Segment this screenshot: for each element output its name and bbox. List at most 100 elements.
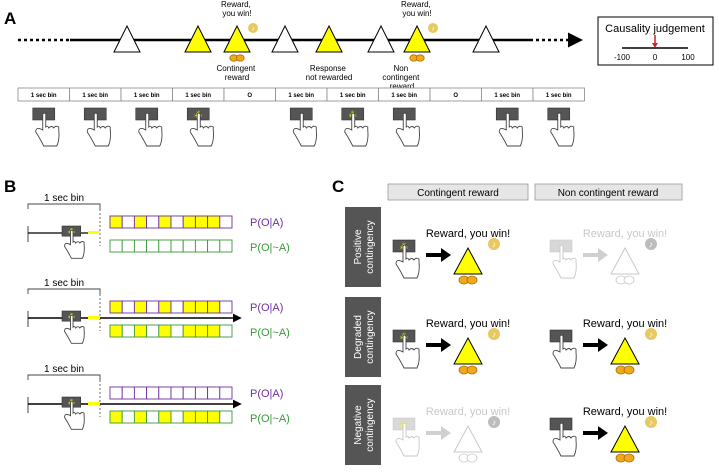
trial-cell-action (194, 386, 209, 400)
timeline-triangle (184, 24, 212, 53)
time-bin-label: 1 sec bin (134, 93, 160, 99)
panel-a-letter: A (4, 9, 16, 28)
arrow-icon (426, 426, 451, 440)
hand-icon (552, 422, 577, 457)
p-o-given-not-a: P(O|~A) (250, 327, 290, 339)
svg-text:♪: ♪ (431, 26, 435, 33)
svg-text:♪: ♪ (649, 329, 653, 339)
trial-cell-action (207, 386, 221, 400)
time-bin-label: O (247, 93, 252, 99)
reward-text: Reward, you win! (583, 318, 667, 330)
trial-cell-action (109, 386, 123, 400)
reward-window (88, 316, 100, 319)
trial-cell-no-action (121, 324, 135, 338)
trial-cell-action (133, 386, 148, 400)
bin-row: 1 sec bin 1 sec bin 1 sec bin 1 sec bin O 1 s… (17, 87, 585, 102)
svg-text:♪: ♪ (492, 239, 496, 249)
trial-cell-action (121, 300, 135, 314)
reward-triangle (610, 424, 640, 453)
trial-cell-action (133, 300, 148, 314)
hand-icon (138, 112, 163, 147)
contingency-row: 1 sec bin⁂P(O|A)P(O|~A) (27, 278, 290, 344)
trial-cell-no-action (219, 324, 233, 338)
trial-cell-action (146, 300, 160, 314)
time-bin-label: O (453, 93, 458, 99)
trial-cell-no-action (207, 239, 221, 253)
trial-cell-no-action (182, 239, 196, 253)
arrow-icon (426, 248, 451, 262)
trial-cell-no-action (194, 239, 209, 253)
timeline-triangles (113, 24, 500, 53)
hand-icon (344, 112, 369, 147)
panel-c-grid: Positivecontingency⁂♪Reward, you win!♪Re… (345, 207, 667, 465)
bin-label: 1 sec bin (44, 193, 84, 204)
timeline-triangle (472, 24, 500, 53)
time-bin-label: 1 sec bin (185, 93, 211, 99)
coin (466, 365, 478, 375)
trial-cell-no-action (219, 410, 233, 424)
hand-icon (35, 112, 60, 147)
svg-text:♪: ♪ (251, 26, 255, 33)
trial-cell-action (121, 215, 135, 229)
music-note-icon (645, 416, 657, 428)
time-bin-label: 1 sec bin (31, 93, 57, 99)
music-note-icon (645, 238, 657, 250)
trial-cell-no-action (219, 239, 233, 253)
timeline-triangle (315, 24, 343, 53)
reward-text: Reward, you win! (583, 228, 667, 240)
hand-icon (498, 112, 523, 147)
hand-icon (64, 400, 85, 430)
trial-cell-action (109, 215, 123, 229)
hand-icon (552, 244, 577, 279)
trial-cell-action (219, 386, 233, 400)
hand-icon (395, 112, 420, 147)
time-bin-label: 1 sec bin (288, 93, 314, 99)
svg-text:♪: ♪ (492, 329, 496, 339)
contingency-condition-row: Degradedcontingency⁂♪Reward, you win!♪Re… (345, 297, 667, 377)
bin-bracket (27, 374, 101, 380)
trial-cell-action (219, 215, 233, 229)
reward-text: Reward, you win! (426, 318, 510, 330)
hand-icon (64, 229, 85, 259)
reward-window (88, 402, 100, 405)
arrow-icon (583, 426, 608, 440)
trial-cell-no-action (133, 239, 148, 253)
hand-presses: ⁂⁂ (32, 107, 575, 147)
timeline-triangle (223, 24, 251, 53)
col-header-non-contingent (534, 183, 683, 201)
trial-cell-action (158, 300, 172, 314)
music-note-icon (488, 416, 500, 428)
bin-bracket (27, 203, 101, 209)
trial-cell-action (182, 300, 196, 314)
panel-b-rows: 1 sec bin⁂P(O|A)P(O|~A)1 sec bin⁂P(O|A)P… (27, 193, 290, 430)
coin (466, 453, 478, 463)
reward-window (88, 231, 100, 234)
row-label: Negativecontingency (353, 398, 376, 451)
p-o-given-a: P(O|A) (250, 217, 283, 229)
hand-icon (189, 112, 214, 147)
reward-triangle (453, 246, 483, 275)
trial-cell-action (158, 215, 172, 229)
scale-mid: 0 (653, 53, 658, 62)
p-o-given-a: P(O|A) (250, 302, 283, 314)
coin (466, 275, 478, 285)
reward-text: Reward, you win! (583, 406, 667, 418)
trial-cell-action (194, 215, 209, 229)
coin (623, 365, 635, 375)
coin (415, 54, 425, 62)
causality-judgement-box: Causality judgement -100 0 100 (597, 16, 714, 66)
trial-cell-action (146, 386, 160, 400)
contingency-row: 1 sec bin⁂P(O|A)P(O|~A) (27, 193, 290, 259)
reward-triangle (610, 246, 640, 275)
reward-label-2: Reward, you win! (401, 0, 433, 18)
trial-cell-no-action (146, 324, 160, 338)
reward-text: Reward, you win! (426, 228, 510, 240)
row-label-box (345, 297, 381, 377)
time-bin-label: 1 sec bin (391, 93, 417, 99)
time-bin (532, 87, 585, 102)
trial-cell-action (170, 300, 184, 314)
hand-icon (395, 422, 420, 457)
trial-cell-action (146, 215, 160, 229)
time-bin-label: 1 sec bin (494, 93, 520, 99)
